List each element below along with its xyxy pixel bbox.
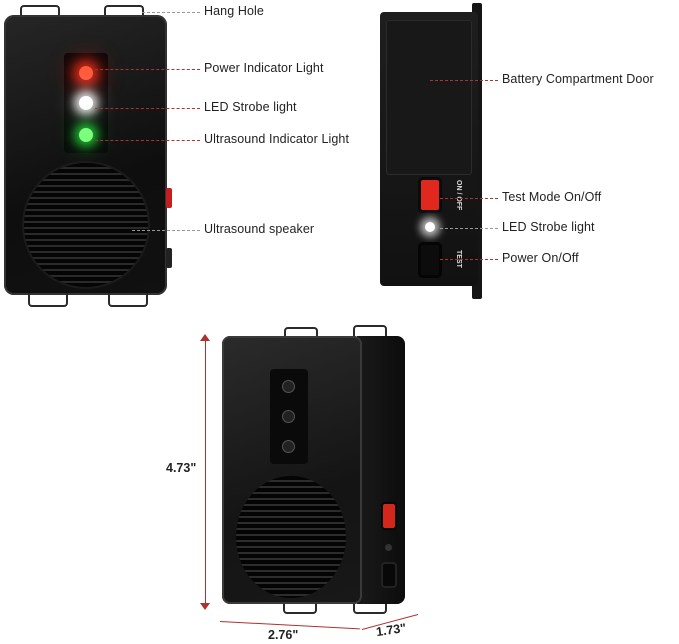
hang-hole: [353, 325, 387, 338]
device-side-face: [357, 336, 405, 604]
side-strobe-led-icon: [425, 222, 435, 232]
callout-side-led-strobe: LED Strobe light: [502, 220, 595, 234]
strobe-led-icon: [79, 96, 93, 110]
height-dimension-line: [205, 336, 206, 608]
callout-ultrasound-speaker: Ultrasound speaker: [204, 222, 315, 236]
leader-line: [440, 259, 498, 260]
power-led-icon: [79, 66, 93, 80]
test-mode-rocker[interactable]: [421, 180, 439, 210]
leader-line: [142, 12, 200, 13]
side-panel: ON / OFF TEST: [380, 12, 478, 286]
power-rocker[interactable]: [421, 245, 439, 275]
led-strip: [270, 369, 308, 464]
speaker-grille: [24, 163, 148, 287]
side-switch-red: [166, 188, 172, 208]
callout-led-strobe: LED Strobe light: [204, 100, 297, 114]
switch-label-on-off: ON / OFF: [455, 180, 462, 211]
ultrasound-led-icon: [79, 128, 93, 142]
side-switch-black: [166, 248, 172, 268]
callout-hang-hole: Hang Hole: [204, 4, 264, 18]
hang-hole: [283, 604, 317, 614]
leader-line: [132, 230, 200, 231]
leader-line: [95, 108, 200, 109]
battery-door: [386, 20, 472, 175]
callout-battery-door: Battery Compartment Door: [502, 72, 654, 86]
depth-dimension-label: 1.73": [375, 620, 408, 640]
side-led: [385, 544, 392, 551]
arrow-down-icon: [200, 603, 210, 610]
device-front-face: [222, 336, 362, 604]
red-rocker: [383, 504, 395, 528]
hang-hole: [284, 327, 318, 338]
led-socket: [283, 381, 294, 392]
hang-hole: [353, 604, 387, 614]
leader-line: [95, 69, 200, 70]
leader-line: [430, 80, 498, 81]
callout-ultrasound-indicator: Ultrasound Indicator Light: [204, 132, 350, 146]
hang-hole-bottom-left: [28, 293, 68, 307]
callout-power-indicator: Power Indicator Light: [204, 61, 324, 75]
front-panel: [4, 15, 167, 295]
led-socket: [283, 411, 294, 422]
led-socket: [283, 441, 294, 452]
leader-line: [95, 140, 200, 141]
black-rocker: [383, 564, 395, 586]
arrow-up-icon: [200, 334, 210, 341]
hang-hole-bottom-right: [108, 293, 148, 307]
hang-hole-left: [20, 5, 60, 19]
width-dimension-label: 2.76": [268, 628, 299, 642]
led-strip: [64, 53, 108, 153]
height-dimension-label: 4.73": [166, 461, 197, 475]
speaker-grille: [236, 476, 346, 598]
leader-line: [440, 228, 498, 229]
callout-power-switch: Power On/Off: [502, 251, 579, 265]
leader-line: [440, 198, 498, 199]
callout-test-mode: Test Mode On/Off: [502, 190, 602, 204]
